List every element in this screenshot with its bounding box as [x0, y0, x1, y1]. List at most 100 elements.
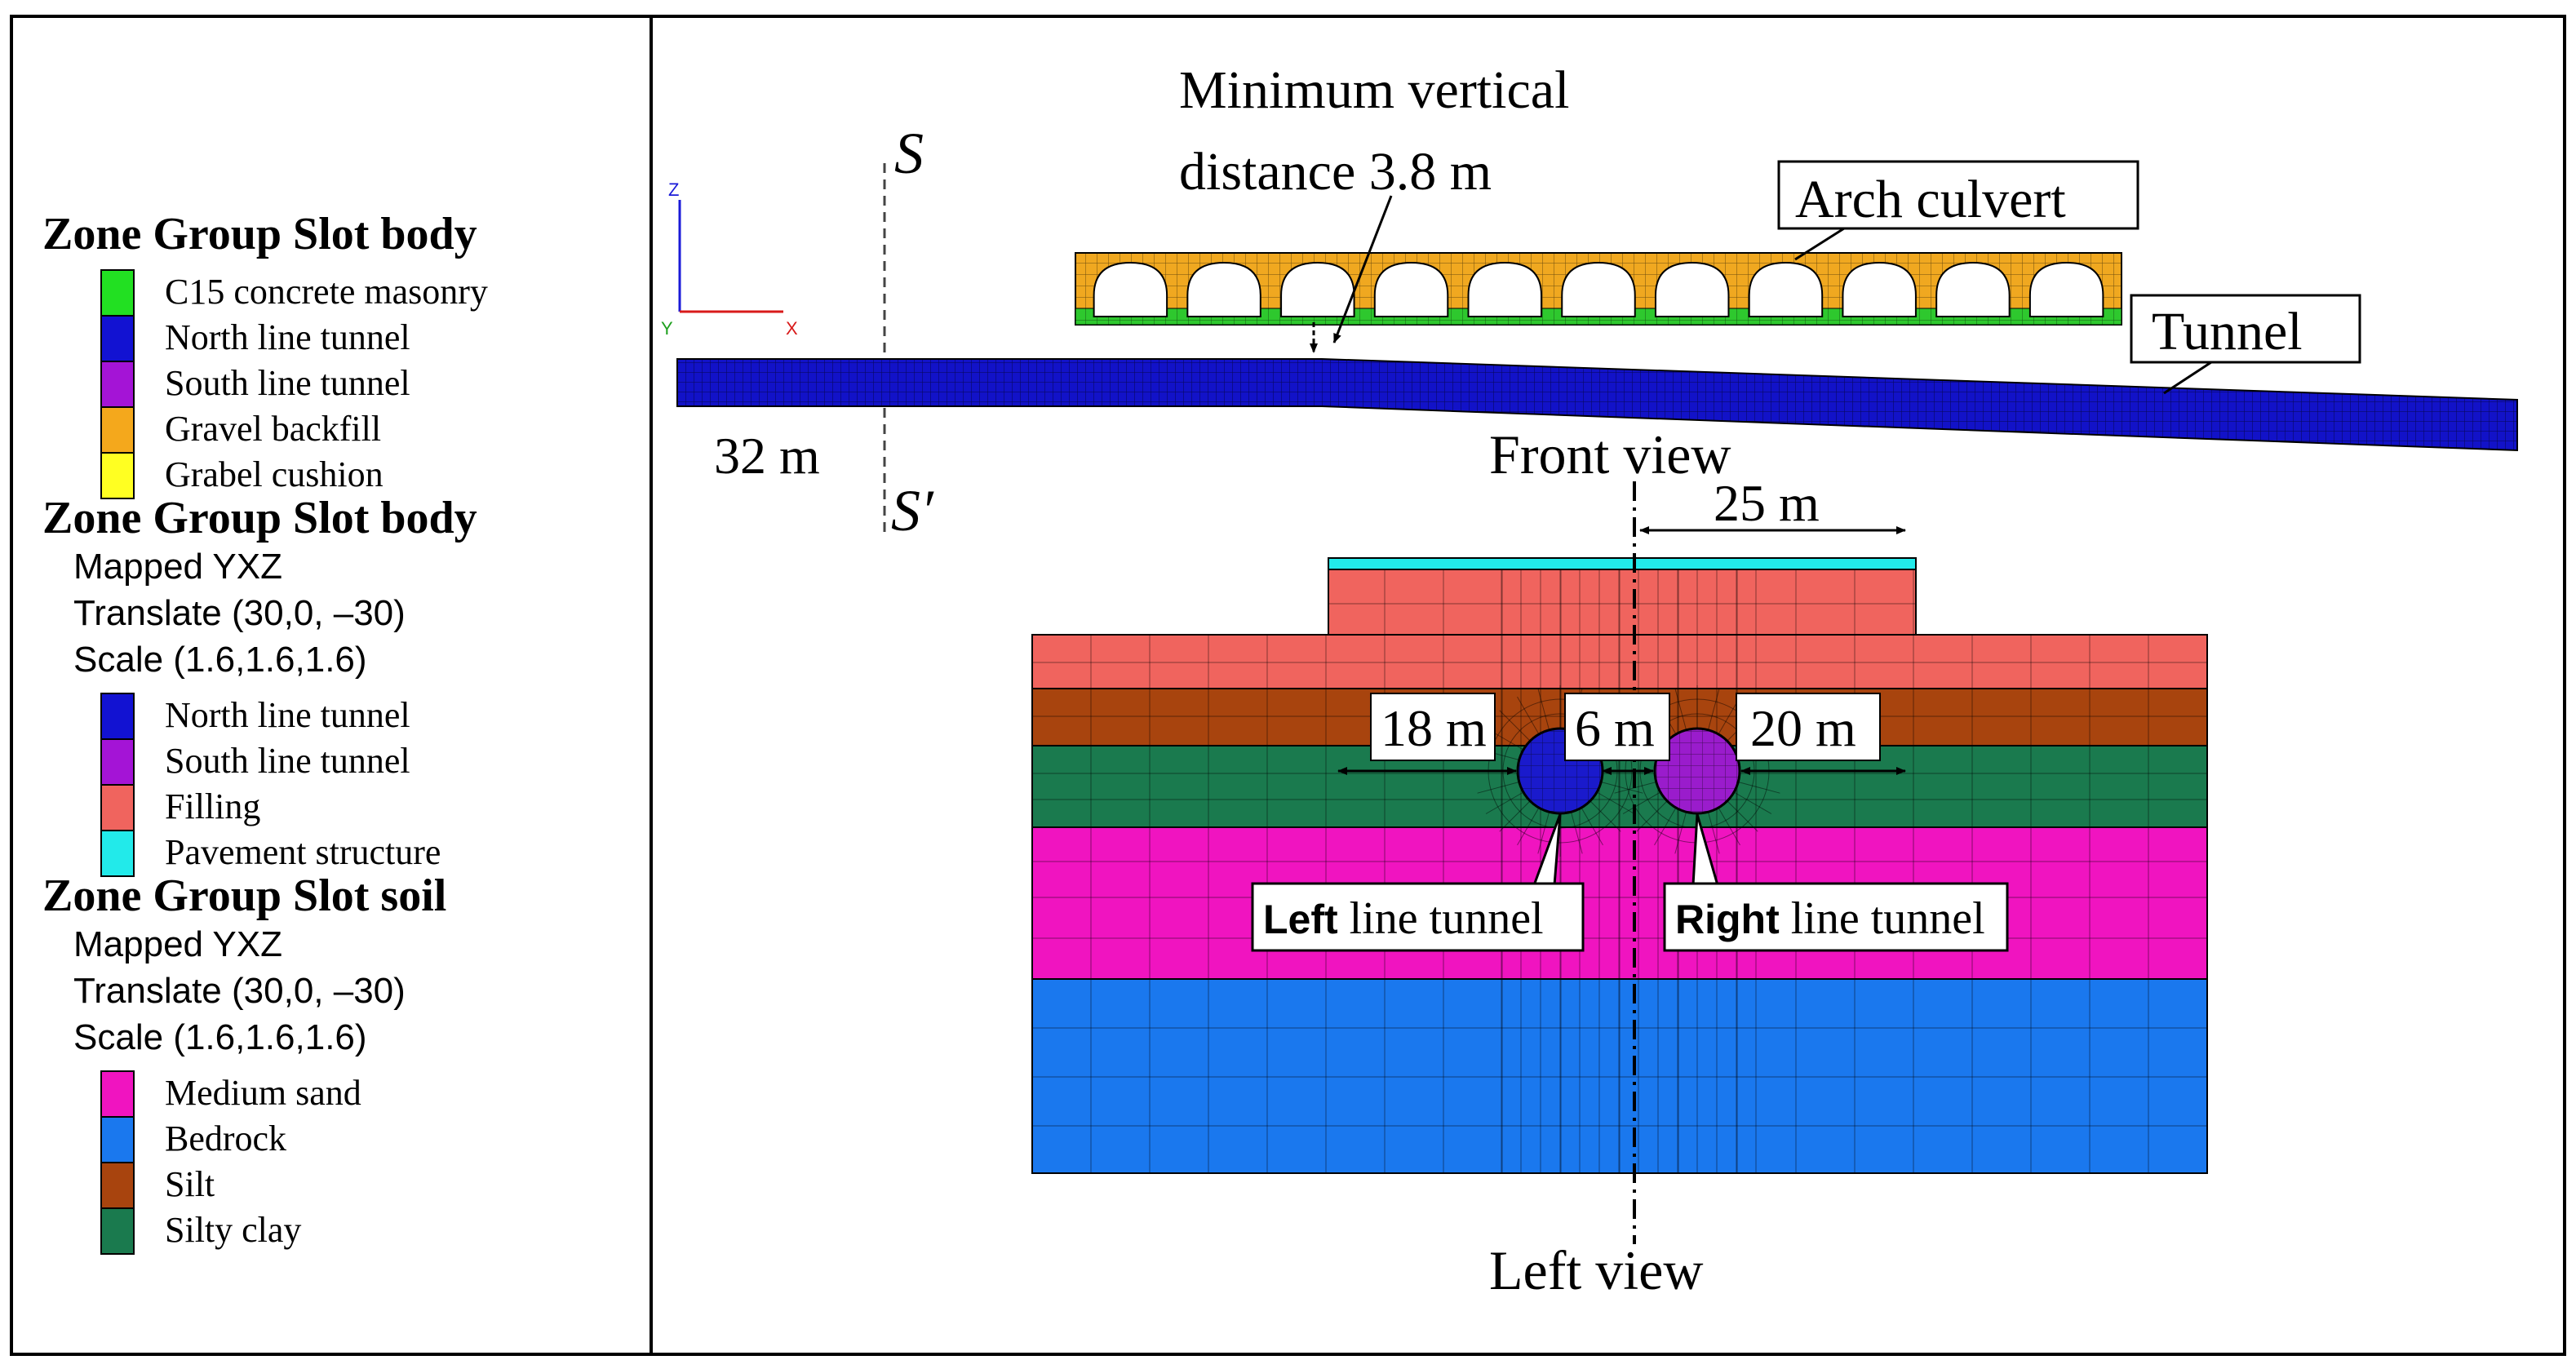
mesh-line-radial [1674, 688, 1687, 730]
culvert-arch-opening [1186, 261, 1261, 317]
min-distance-line1: Minimum vertical [1179, 60, 1569, 120]
culvert-arch-opening [2028, 261, 2104, 317]
legend-item-label: Bedrock [165, 1119, 286, 1158]
axis-triad: Z Y X [661, 179, 798, 339]
legend-mapping-text: Translate (30,0, –30) [73, 971, 406, 1011]
legend-item-label: Gravel backfill [165, 409, 381, 449]
legend-item-label: South line tunnel [165, 363, 410, 403]
culvert-arch-opening [1280, 261, 1355, 317]
legend-item-label: Filling [165, 786, 260, 826]
mesh-line-radial [1674, 812, 1687, 854]
mesh-line-radial [1499, 710, 1531, 742]
tunnel-callout-box [2130, 294, 2361, 364]
legend-swatch [100, 315, 135, 362]
legend-swatch [100, 406, 135, 454]
mesh-line-radial [1738, 781, 1780, 794]
mesh-grid [1032, 569, 2207, 1173]
legend-mapping-text: Scale (1.6,1.6,1.6) [73, 1017, 367, 1057]
mesh-line-radial [1499, 800, 1531, 832]
right-line-tunnel-mesh [1655, 729, 1740, 813]
section-label-bottom: S′ [891, 478, 934, 543]
legend-group-title: Zone Group Slot body [42, 209, 477, 259]
legend-swatch [100, 693, 135, 740]
section-label-top: S [894, 121, 924, 186]
layer-filling-embankment [1328, 569, 1917, 636]
min-distance-leader [1332, 195, 1393, 343]
mesh-line-radial [1727, 800, 1758, 832]
culvert-arch-opening [1093, 261, 1168, 317]
legend-swatch [100, 1116, 135, 1163]
right-tunnel-callout-label: Right line tunnel [1675, 893, 1985, 944]
front-view-title: Front view [1489, 423, 1731, 485]
legend-group-title: Zone Group Slot soil [42, 870, 446, 921]
right-tunnel-callout-box [1663, 882, 2009, 952]
left-tunnel-callout-box [1251, 882, 1585, 952]
mesh-line-radial [1485, 791, 1524, 814]
layer-medium-sand [1031, 826, 2208, 980]
mesh-line-radial [1636, 800, 1668, 832]
mesh-line-radial [1733, 791, 1772, 814]
right-tunnel-callout-bold: Right [1675, 897, 1780, 942]
left-tunnel-callout-rest: line tunnel [1338, 893, 1544, 944]
legend-mapping-text: Scale (1.6,1.6,1.6) [73, 640, 367, 680]
legend-item-label: North line tunnel [165, 317, 410, 357]
left-view-diagram: 25 m 18 m 6 m 20 m Left line tunnel Righ… [1031, 474, 2208, 1301]
legend-item-label: Grabel cushion [165, 454, 384, 494]
dimension-6m: 6 m [1575, 699, 1655, 757]
legend-swatch [100, 269, 135, 317]
legend-swatch [100, 738, 135, 786]
left-view-title: Left view [1489, 1239, 1703, 1301]
mesh-line-radial [1654, 807, 1677, 846]
legend-item-label: C15 concrete masonry [165, 272, 488, 312]
dimension-18m-box [1370, 693, 1496, 761]
right-tunnel-callout-rest: line tunnel [1780, 893, 1985, 944]
legend-mapping-text: Translate (30,0, –30) [73, 593, 406, 633]
dimension-25m: 25 m [1714, 474, 1820, 532]
culvert-arch-opening [1935, 261, 2011, 317]
culvert-arch-opening [1654, 261, 1730, 317]
culvert-arch-opening [1373, 261, 1449, 317]
layer-bedrock [1031, 978, 2208, 1174]
legend-group-title: Zone Group Slot body [42, 493, 477, 543]
axis-y-label: Y [661, 318, 673, 339]
dimension-32m: 32 m [714, 427, 820, 485]
mesh-line-radial [1596, 791, 1635, 814]
mesh-line-radial [1517, 807, 1540, 846]
legend-swatch [100, 361, 135, 408]
arch-culvert-leader [1794, 227, 1845, 261]
left-tunnel-callout-label: Left line tunnel [1263, 893, 1544, 944]
mesh-line-radial [1570, 812, 1583, 854]
front-view-diagram: Z Y X S S′ 32 m Minimum vertical distanc… [661, 60, 2518, 543]
axis-z-label: Z [668, 179, 679, 200]
layer-pavement-structure [1328, 557, 1917, 570]
mesh-line-radial [1477, 781, 1519, 794]
legend-item-label: Silt [165, 1164, 215, 1204]
layer-filling [1031, 634, 2208, 689]
legend-swatch [100, 1070, 135, 1118]
dimension-20m-box [1736, 693, 1881, 761]
outer-border [10, 15, 2566, 1356]
axis-x-label: X [786, 318, 798, 339]
arch-culvert [1075, 252, 2122, 326]
legend-swatch [100, 784, 135, 831]
legend-swatch [100, 830, 135, 877]
dimension-18m: 18 m [1381, 699, 1487, 757]
dimension-20m: 20 m [1750, 699, 1856, 757]
legend-item-label: Medium sand [165, 1073, 361, 1113]
dimension-6m-box [1564, 693, 1670, 761]
culvert-arch-opening [1561, 261, 1636, 317]
mesh-line-radial [1707, 812, 1720, 854]
mesh-line-radial [1537, 812, 1550, 854]
legend-swatch [100, 1162, 135, 1209]
legend-item-label: South line tunnel [165, 741, 410, 781]
mesh-line-radial [1581, 807, 1603, 846]
legend-item-label: Pavement structure [165, 832, 441, 872]
legend-item-label: Silty clay [165, 1210, 301, 1250]
tunnel-leader [2163, 361, 2212, 395]
left-tunnel-callout-bold: Left [1263, 897, 1338, 942]
culvert-arch-opening [1842, 261, 1917, 317]
culvert-arch-opening [1467, 261, 1543, 317]
